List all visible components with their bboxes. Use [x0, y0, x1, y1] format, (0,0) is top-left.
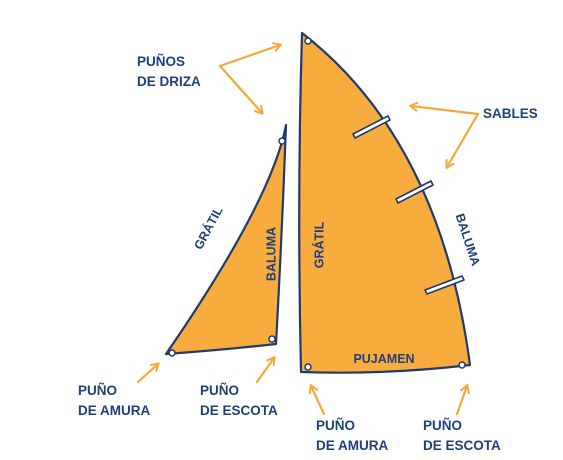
label-sables: SABLES [483, 106, 538, 121]
label-puno-de-amura-left-line2: DE AMURA [78, 403, 150, 418]
arrow-amura-left [136, 362, 160, 384]
jib-tack-grommet [168, 349, 176, 357]
batten-2 [395, 180, 434, 204]
label-punos-de-driza-line1: PUÑOS [137, 54, 185, 69]
label-puno-de-escota-left: PUÑO DE ESCOTA [200, 383, 278, 418]
label-puno-de-amura-bottom-line1: PUÑO [316, 418, 355, 433]
label-puno-de-escota-bottom-line1: PUÑO [423, 418, 462, 433]
label-puno-de-escota-left-line1: PUÑO [200, 383, 239, 398]
label-puno-de-amura-bottom: PUÑO DE AMURA [316, 418, 388, 453]
jib-sail [164, 123, 288, 356]
batten-3 [424, 275, 465, 295]
label-puno-de-amura-left: PUÑO DE AMURA [78, 383, 150, 418]
label-puno-de-escota-bottom-line2: DE ESCOTA [423, 438, 501, 453]
label-gratil-large: GRÁTIL [311, 221, 326, 268]
mainsail [298, 31, 472, 374]
jib-clew-grommet [268, 335, 276, 343]
arrow-driza-to-jib [218, 64, 264, 115]
label-puno-de-amura-left-line1: PUÑO [78, 383, 117, 398]
mainsail-tack-grommet [304, 363, 312, 371]
label-puno-de-escota-bottom: PUÑO DE ESCOTA [423, 418, 501, 453]
arrow-sables-2 [445, 112, 480, 169]
arrow-escota-left [255, 356, 276, 384]
label-punos-de-driza: PUÑOS DE DRIZA [137, 54, 201, 89]
arrow-driza-to-main [218, 42, 282, 68]
label-puno-de-escota-left-line2: DE ESCOTA [200, 403, 278, 418]
batten-1 [352, 115, 391, 139]
label-baluma-small: BALUMA [264, 227, 278, 281]
label-pujamen: PUJAMEN [353, 352, 414, 366]
mainsail-clew-grommet [458, 361, 466, 369]
label-punos-de-driza-line2: DE DRIZA [137, 74, 201, 89]
arrow-amura-bottom [308, 384, 326, 416]
jib-head-grommet [278, 137, 286, 145]
arrow-escota-bottom [455, 384, 470, 416]
label-puno-de-amura-bottom-line2: DE AMURA [316, 438, 388, 453]
label-baluma-large: BALUMA [453, 212, 483, 268]
mainsail-head-grommet [304, 37, 312, 45]
label-gratil-small: GRÁTIL [190, 204, 225, 252]
arrow-sables-1 [409, 101, 480, 116]
